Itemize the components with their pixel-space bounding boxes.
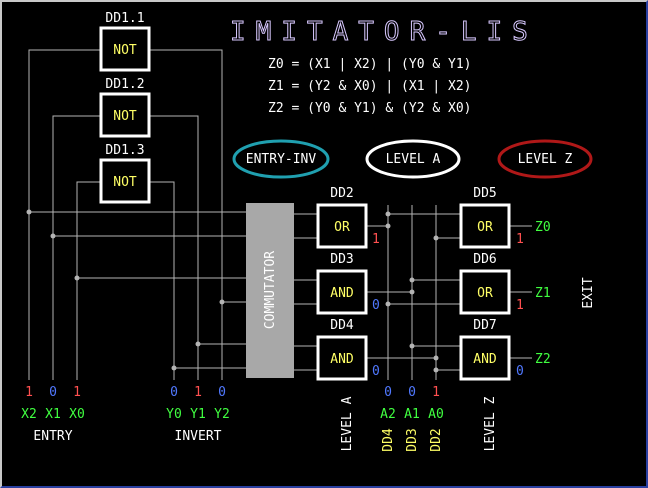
a1-value: 0 — [408, 385, 416, 400]
level-a-axis-label: LEVEL A — [340, 396, 355, 451]
equation-z2: Z2 = (Y0 & Y1) & (Y2 & X0) — [268, 101, 472, 116]
gate-label: NOT — [113, 43, 137, 58]
gate-dd2: DD2 OR 1 — [316, 186, 380, 249]
output-z2: Z2 — [535, 352, 551, 367]
entry-x1-toggle[interactable]: 0 — [49, 385, 57, 400]
not-gate-dd1-3: DD1.3 NOT — [99, 143, 151, 204]
gate-output-value: 1 — [516, 232, 524, 247]
gate-output-value: 1 — [516, 298, 524, 313]
equation-z1: Z1 = (Y2 & X0) | (X1 | X2) — [268, 79, 472, 94]
invert-y1-toggle[interactable]: 1 — [194, 385, 202, 400]
not-gate-dd1-1: DD1.1 NOT — [99, 11, 151, 72]
output-z1: Z1 — [535, 286, 551, 301]
gate-label: AND — [330, 352, 354, 367]
app-title-text: IMITATOR-LIS — [230, 17, 538, 47]
gate-dd7: DD7 AND 0 Z2 — [459, 318, 551, 381]
gate-label: OR — [334, 220, 350, 235]
level-z-axis-label: LEVEL Z — [483, 396, 498, 451]
entry-x0-name: X0 — [69, 407, 85, 422]
exit-button[interactable]: EXIT — [581, 277, 596, 308]
gate-label: OR — [477, 220, 493, 235]
gate-output-value: 1 — [372, 232, 380, 247]
not-gate-dd1-2: DD1.2 NOT — [99, 77, 151, 138]
a0-name: A0 — [428, 407, 444, 422]
dd2-axis-label: DD2 — [429, 428, 444, 451]
invert-y0-name: Y0 — [166, 407, 182, 422]
entry-x1-name: X1 — [45, 407, 61, 422]
gate-id: DD1.2 — [105, 77, 144, 92]
gate-id: DD1.1 — [105, 11, 144, 26]
junctions — [26, 209, 439, 373]
gate-id: DD1.3 — [105, 143, 144, 158]
gate-id: DD3 — [330, 252, 353, 267]
entry-inv-label: ENTRY-INV — [246, 152, 317, 167]
a2-name: A2 — [380, 407, 396, 422]
output-z0: Z0 — [535, 220, 551, 235]
gate-label: AND — [473, 352, 497, 367]
wires — [28, 49, 532, 380]
a1-name: A1 — [404, 407, 420, 422]
gate-id: DD5 — [473, 186, 496, 201]
invert-label: INVERT — [175, 429, 222, 444]
gate-id: DD7 — [473, 318, 496, 333]
gate-label: AND — [330, 286, 354, 301]
a-bus: 0 0 1 A2 A1 A0 DD4 DD3 DD2 — [380, 385, 444, 452]
gate-dd6: DD6 OR 1 Z1 — [459, 252, 551, 315]
app-title: IMITATOR-LIS — [230, 17, 538, 48]
entry-inputs: 1 0 1 X2 X1 X0 ENTRY — [21, 385, 85, 444]
level-a-button[interactable]: LEVEL A — [365, 139, 461, 179]
entry-label: ENTRY — [33, 429, 72, 444]
commutator-label: COMMUTATOR — [263, 251, 278, 329]
invert-inputs: 0 1 0 Y0 Y1 Y2 INVERT — [166, 385, 230, 444]
gate-dd5: DD5 OR 1 Z0 — [459, 186, 551, 249]
equation-z0: Z0 = (X1 | X2) | (Y0 & Y1) — [268, 57, 472, 72]
entry-x2-toggle[interactable]: 1 — [25, 385, 33, 400]
gate-label: NOT — [113, 175, 137, 190]
gate-label: OR — [477, 286, 493, 301]
gate-dd4: DD4 AND 0 — [316, 318, 380, 381]
invert-y2-toggle[interactable]: 0 — [218, 385, 226, 400]
gate-output-value: 0 — [516, 364, 524, 379]
gate-output-value: 0 — [372, 298, 380, 313]
commutator-block: COMMUTATOR — [246, 203, 294, 378]
level-a-button-label: LEVEL A — [386, 152, 441, 167]
level-z-button-label: LEVEL Z — [518, 152, 573, 167]
gate-id: DD6 — [473, 252, 496, 267]
entry-x0-toggle[interactable]: 1 — [73, 385, 81, 400]
gate-output-value: 0 — [372, 364, 380, 379]
dd4-axis-label: DD4 — [381, 428, 396, 452]
entry-inv-button[interactable]: ENTRY-INV — [232, 139, 330, 179]
dd3-axis-label: DD3 — [405, 428, 420, 451]
gate-label: NOT — [113, 109, 137, 124]
invert-y2-name: Y2 — [214, 407, 230, 422]
invert-y0-toggle[interactable]: 0 — [170, 385, 178, 400]
invert-y1-name: Y1 — [190, 407, 206, 422]
gate-id: DD2 — [330, 186, 353, 201]
a2-value: 0 — [384, 385, 392, 400]
entry-x2-name: X2 — [21, 407, 37, 422]
gate-id: DD4 — [330, 318, 354, 333]
a0-value: 1 — [432, 385, 440, 400]
level-z-button[interactable]: LEVEL Z — [497, 139, 593, 179]
gate-dd3: DD3 AND 0 — [316, 252, 380, 315]
